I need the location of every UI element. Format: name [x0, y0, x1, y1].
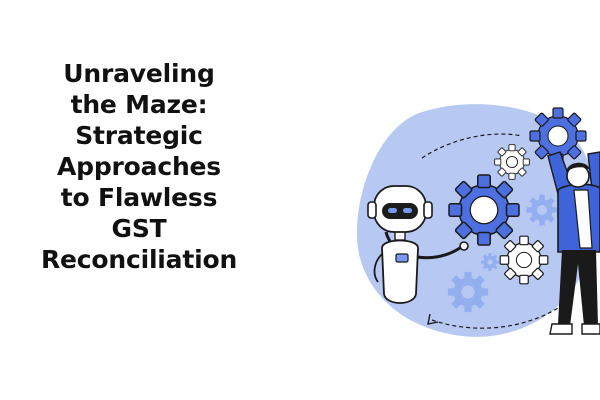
orbit-arc [421, 133, 523, 159]
headline-line: to Flawless [60, 183, 218, 212]
gear-icon [529, 107, 587, 165]
orbit-arrow-icon [427, 313, 439, 325]
headline-line: Approaches [57, 152, 221, 181]
illustration-svg [356, 104, 600, 337]
gear-icon [526, 194, 558, 226]
headline-line: Unraveling [63, 59, 215, 88]
orbit-arc [431, 307, 559, 329]
gear-icon [481, 253, 499, 271]
gear-icon [448, 174, 520, 246]
headline-line: GST [111, 214, 167, 243]
automation-illustration [352, 98, 600, 362]
gear-icon [494, 144, 530, 180]
headline: Unraveling the Maze: Strategic Approache… [18, 58, 260, 275]
headline-line: the Maze: [70, 90, 208, 119]
headline-line: Reconciliation [40, 245, 238, 274]
person-icon [547, 151, 600, 335]
headline-line: Strategic [75, 121, 203, 150]
gear-icon [447, 271, 489, 313]
gear-icon [499, 235, 549, 285]
robot-icon [367, 185, 469, 304]
